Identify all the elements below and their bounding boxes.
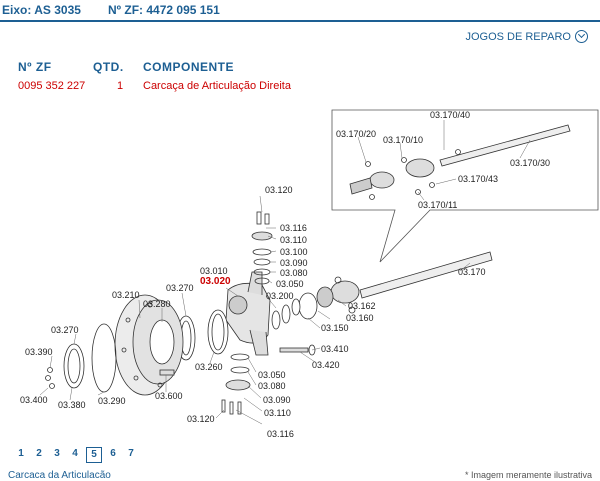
part-label-03150: 03.150 <box>321 323 349 333</box>
part-label-03170-20: 03.170/20 <box>336 129 376 139</box>
part-label-03116-top: 03.116 <box>280 223 307 233</box>
exploded-parts-diagram: 03.120 03.116 03.110 03.100 03.090 03.08… <box>20 109 599 439</box>
part-label-03400: 03.400 <box>20 395 48 405</box>
part-label-03162: 03.162 <box>348 301 376 311</box>
section-title: Carcaca da Articulacão <box>8 470 111 481</box>
part-label-03270-lower: 03.270 <box>51 325 79 335</box>
row-qtd-value: 1 <box>117 80 124 92</box>
part-label-03020-highlighted: 03.020 <box>200 276 231 287</box>
part-label-03170-40: 03.170/40 <box>430 110 470 120</box>
page-link-7[interactable]: 7 <box>128 448 134 459</box>
part-label-03210: 03.210 <box>112 290 140 300</box>
part-label-03116-bottom: 03.116 <box>267 429 294 439</box>
part-label-03600: 03.600 <box>155 391 183 401</box>
part-label-03170-10: 03.170/10 <box>383 135 423 145</box>
part-label-03280: 03.280 <box>143 299 171 309</box>
part-label-03110-bottom: 03.110 <box>264 408 291 418</box>
row-component-value: Carcaça de Articulação Direita <box>143 80 291 92</box>
axle-label: Eixo: AS 3035 <box>2 3 81 17</box>
part-label-03170-43: 03.170/43 <box>458 174 498 184</box>
part-label-03160: 03.160 <box>346 313 374 323</box>
part-label-03120-bottom: 03.120 <box>187 414 215 424</box>
part-label-03170-30: 03.170/30 <box>510 158 550 168</box>
repair-kits-label: JOGOS DE REPARO <box>465 30 571 43</box>
top-header: Eixo: AS 3035 Nº ZF: 4472 095 151 <box>0 0 600 22</box>
part-label-03050-top: 03.050 <box>276 279 304 289</box>
part-label-03080-top: 03.080 <box>280 268 308 278</box>
part-label-03090-bottom: 03.090 <box>263 395 291 405</box>
col-header-zf: Nº ZF <box>18 60 52 74</box>
col-header-componente: COMPONENTE <box>143 60 235 74</box>
part-label-03380: 03.380 <box>58 400 86 410</box>
part-label-03080-bottom: 03.080 <box>258 381 286 391</box>
part-label-03420: 03.420 <box>312 360 340 370</box>
part-label-03260: 03.260 <box>195 362 223 372</box>
page-link-5-current[interactable]: 5 <box>86 447 102 463</box>
part-label-03200: 03.200 <box>266 291 294 301</box>
part-label-03090-top: 03.090 <box>280 258 308 268</box>
page-link-4[interactable]: 4 <box>72 448 78 459</box>
part-label-03050-bottom: 03.050 <box>258 370 286 380</box>
part-label-03110-top: 03.110 <box>280 235 307 245</box>
col-header-qtd: QTD. <box>93 60 124 74</box>
page-link-6[interactable]: 6 <box>110 448 116 459</box>
part-label-03170: 03.170 <box>458 267 486 277</box>
part-label-03270-upper: 03.270 <box>166 283 194 293</box>
part-label-03120-top: 03.120 <box>265 185 293 195</box>
part-label-03010: 03.010 <box>200 266 228 276</box>
page-link-1[interactable]: 1 <box>18 448 24 459</box>
part-label-03290: 03.290 <box>98 396 126 406</box>
illustrative-note: * Imagem meramente ilustrativa <box>464 470 592 480</box>
row-zf-value: 0095 352 227 <box>18 80 86 92</box>
part-label-03390: 03.390 <box>25 347 53 357</box>
pagination: 1 2 3 4 5 6 7 <box>12 447 140 463</box>
part-label-03100: 03.100 <box>280 247 308 257</box>
repair-kits-link[interactable]: JOGOS DE REPARO <box>465 30 588 43</box>
part-label-03170-11: 03.170/11 <box>418 200 457 210</box>
page-link-2[interactable]: 2 <box>36 448 42 459</box>
part-label-03410: 03.410 <box>321 344 349 354</box>
zf-number-label: Nº ZF: 4472 095 151 <box>108 3 220 17</box>
download-arrow-icon <box>575 30 588 43</box>
page-link-3[interactable]: 3 <box>54 448 60 459</box>
